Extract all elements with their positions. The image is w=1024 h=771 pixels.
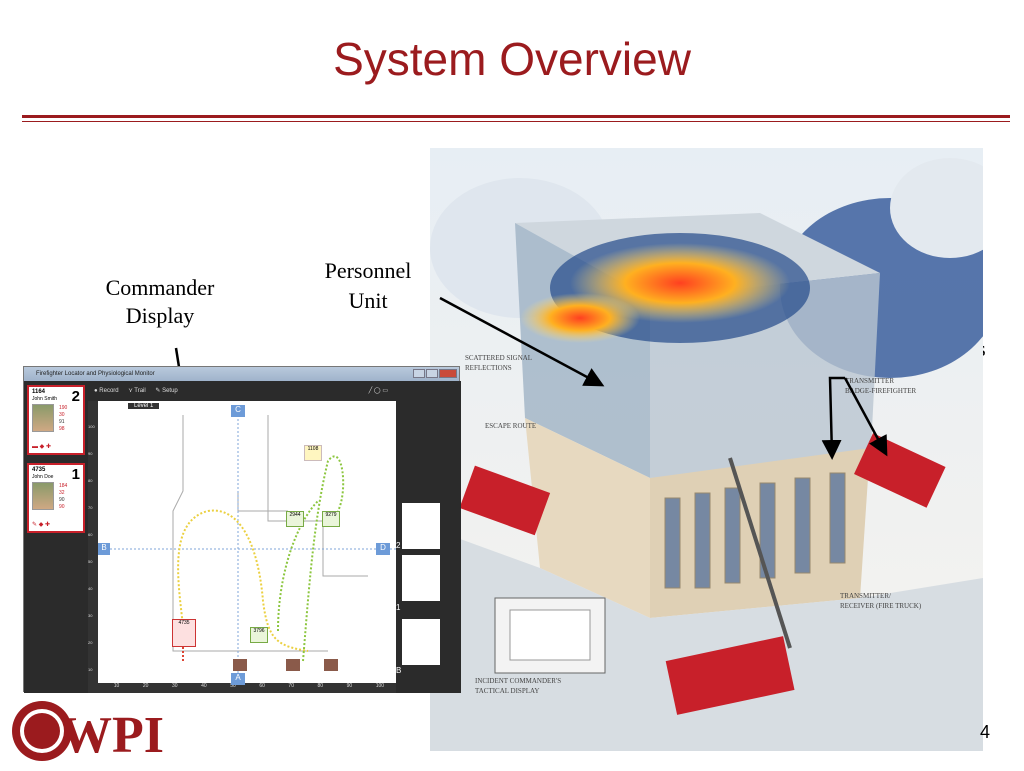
- firefighter-card[interactable]: 4735 John Doe 1 184 32 90 90 ✎ ◆ ✚: [27, 463, 85, 533]
- incident-display-callout: INCIDENT COMMANDER'S: [475, 677, 561, 685]
- svg-text:BADGE-FIREFIGHTER: BADGE-FIREFIGHTER: [845, 387, 916, 395]
- marker-d[interactable]: D: [376, 543, 390, 555]
- svg-text:REFLECTIONS: REFLECTIONS: [465, 364, 512, 372]
- setup-button[interactable]: ✎ Setup: [155, 388, 178, 394]
- firefighter-list: 1164 John Smith 2 190 30 91 98 ▬ ◆ ✚ 473…: [24, 381, 88, 693]
- floor-thumbnail[interactable]: [402, 503, 440, 549]
- firefighter-building-illustration: SCATTERED SIGNAL REFLECTIONS ESCAPE ROUT…: [430, 148, 983, 751]
- map-tag[interactable]: 2944: [286, 511, 304, 527]
- commander-display-window: Firefighter Locator and Physiological Mo…: [23, 366, 461, 693]
- transmitter-badge-callout: TRANSMITTER: [845, 377, 894, 385]
- slide-number: 4: [980, 722, 991, 742]
- firefighter-card[interactable]: 1164 John Smith 2 190 30 91 98 ▬ ◆ ✚: [27, 385, 85, 455]
- window-title: Firefighter Locator and Physiological Mo…: [36, 371, 155, 377]
- close-button[interactable]: [439, 369, 457, 378]
- minimize-button[interactable]: [413, 369, 425, 378]
- draw-tools[interactable]: ╱ ◯ ▭: [368, 388, 388, 394]
- slide-title: System Overview: [333, 33, 691, 85]
- map-toolbar: ● Record ⋎ Trail ✎ Setup ╱ ◯ ▭: [88, 381, 396, 401]
- floor-thumbnail[interactable]: [402, 555, 440, 601]
- title-rule: [22, 115, 1010, 118]
- window-titlebar: Firefighter Locator and Physiological Mo…: [24, 367, 459, 381]
- floor-thumbnail[interactable]: [402, 619, 440, 665]
- scattered-signal-callout: SCATTERED SIGNAL: [465, 354, 532, 362]
- marker-a[interactable]: A: [231, 673, 245, 685]
- record-button[interactable]: ● Record: [94, 388, 119, 394]
- flag-icon[interactable]: [233, 659, 247, 671]
- avatar: [32, 404, 54, 432]
- wpi-logo: WPI: [10, 696, 190, 771]
- map-tag-alert[interactable]: 4735: [172, 619, 196, 647]
- status-icons: ▬ ◆ ✚: [32, 444, 51, 450]
- truck-icon[interactable]: [324, 659, 338, 671]
- marker-c[interactable]: C: [231, 405, 245, 417]
- map-tag[interactable]: 3796: [250, 627, 268, 643]
- truck-icon[interactable]: [286, 659, 300, 671]
- escape-route-callout: ESCAPE ROUTE: [485, 422, 536, 430]
- svg-text:TACTICAL DISPLAY: TACTICAL DISPLAY: [475, 687, 539, 695]
- maximize-button[interactable]: [426, 369, 438, 378]
- svg-text:RECEIVER (FIRE TRUCK): RECEIVER (FIRE TRUCK): [840, 602, 922, 610]
- map-tag[interactable]: 1108: [304, 445, 322, 461]
- level-selector[interactable]: Level 1: [128, 403, 160, 409]
- title-rule-thin: [22, 121, 1010, 122]
- status-icons: ✎ ◆ ✚: [32, 522, 51, 528]
- map-tag[interactable]: 9279: [322, 511, 340, 527]
- commander-display-label: Commander Display: [105, 275, 215, 328]
- transmitter-receiver-callout: TRANSMITTER/: [840, 592, 891, 600]
- floor-panel: 2 1 B: [396, 381, 461, 693]
- marker-b[interactable]: B: [98, 543, 110, 555]
- personnel-unit-label: Personnel Unit: [324, 258, 412, 313]
- svg-text:WPI: WPI: [60, 707, 164, 764]
- trail-button[interactable]: ⋎ Trail: [128, 388, 146, 394]
- avatar: [32, 482, 54, 510]
